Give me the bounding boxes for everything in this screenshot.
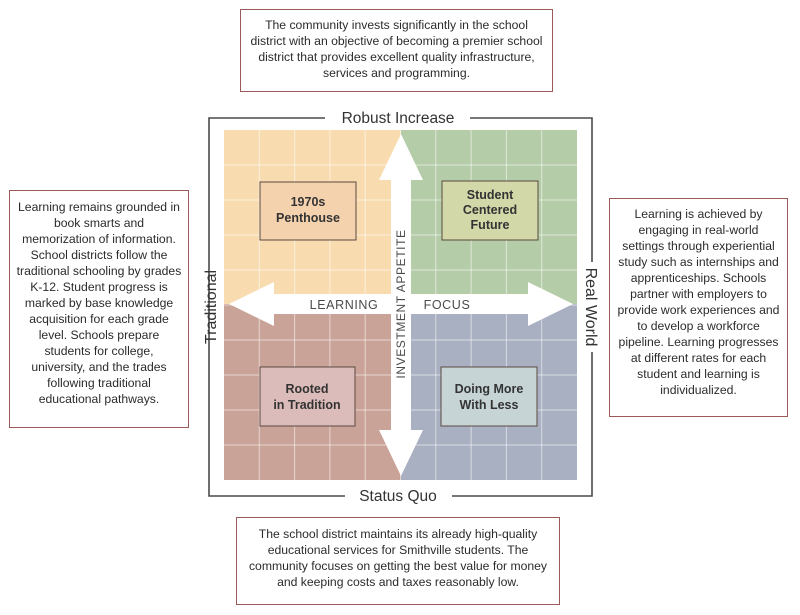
investment-appetite-label: INVESTMENT APPETITE bbox=[394, 229, 408, 378]
label-1970s-line2: Penthouse bbox=[276, 211, 340, 225]
vertical-arrow bbox=[379, 134, 423, 476]
label-box-student-centered-future: Student Centered Future bbox=[441, 180, 539, 241]
label-box-1970s-penthouse: 1970s Penthouse bbox=[259, 181, 357, 241]
label-rooted-line1: Rooted bbox=[285, 382, 328, 396]
label-box-rooted-in-tradition: Rooted in Tradition bbox=[259, 366, 356, 427]
label-1970s-line1: 1970s bbox=[291, 195, 326, 209]
top-description: The community invests significantly in t… bbox=[240, 9, 553, 92]
label-box-doing-more-with-less: Doing More With Less bbox=[440, 366, 538, 427]
label-doing-line2: With Less bbox=[460, 398, 519, 412]
axis-robust-increase: Robust Increase bbox=[342, 110, 455, 127]
outer-frame bbox=[208, 117, 593, 497]
label-student-line3: Future bbox=[471, 218, 510, 232]
bottom-description: The school district maintains its alread… bbox=[236, 517, 560, 605]
right-description: Learning is achieved by engaging in real… bbox=[609, 198, 788, 417]
axis-real-world: Real World bbox=[582, 268, 599, 347]
axis-traditional: Traditional bbox=[203, 270, 220, 344]
label-student-line2: Centered bbox=[463, 203, 517, 217]
left-description: Learning remains grounded in book smarts… bbox=[9, 190, 189, 428]
label-student-line1: Student bbox=[467, 188, 514, 202]
focus-label: FOCUS bbox=[424, 298, 471, 312]
axis-status-quo: Status Quo bbox=[359, 488, 437, 505]
label-rooted-line2: in Tradition bbox=[273, 398, 340, 412]
learning-label: LEARNING bbox=[310, 298, 379, 312]
label-doing-line1: Doing More bbox=[455, 382, 524, 396]
